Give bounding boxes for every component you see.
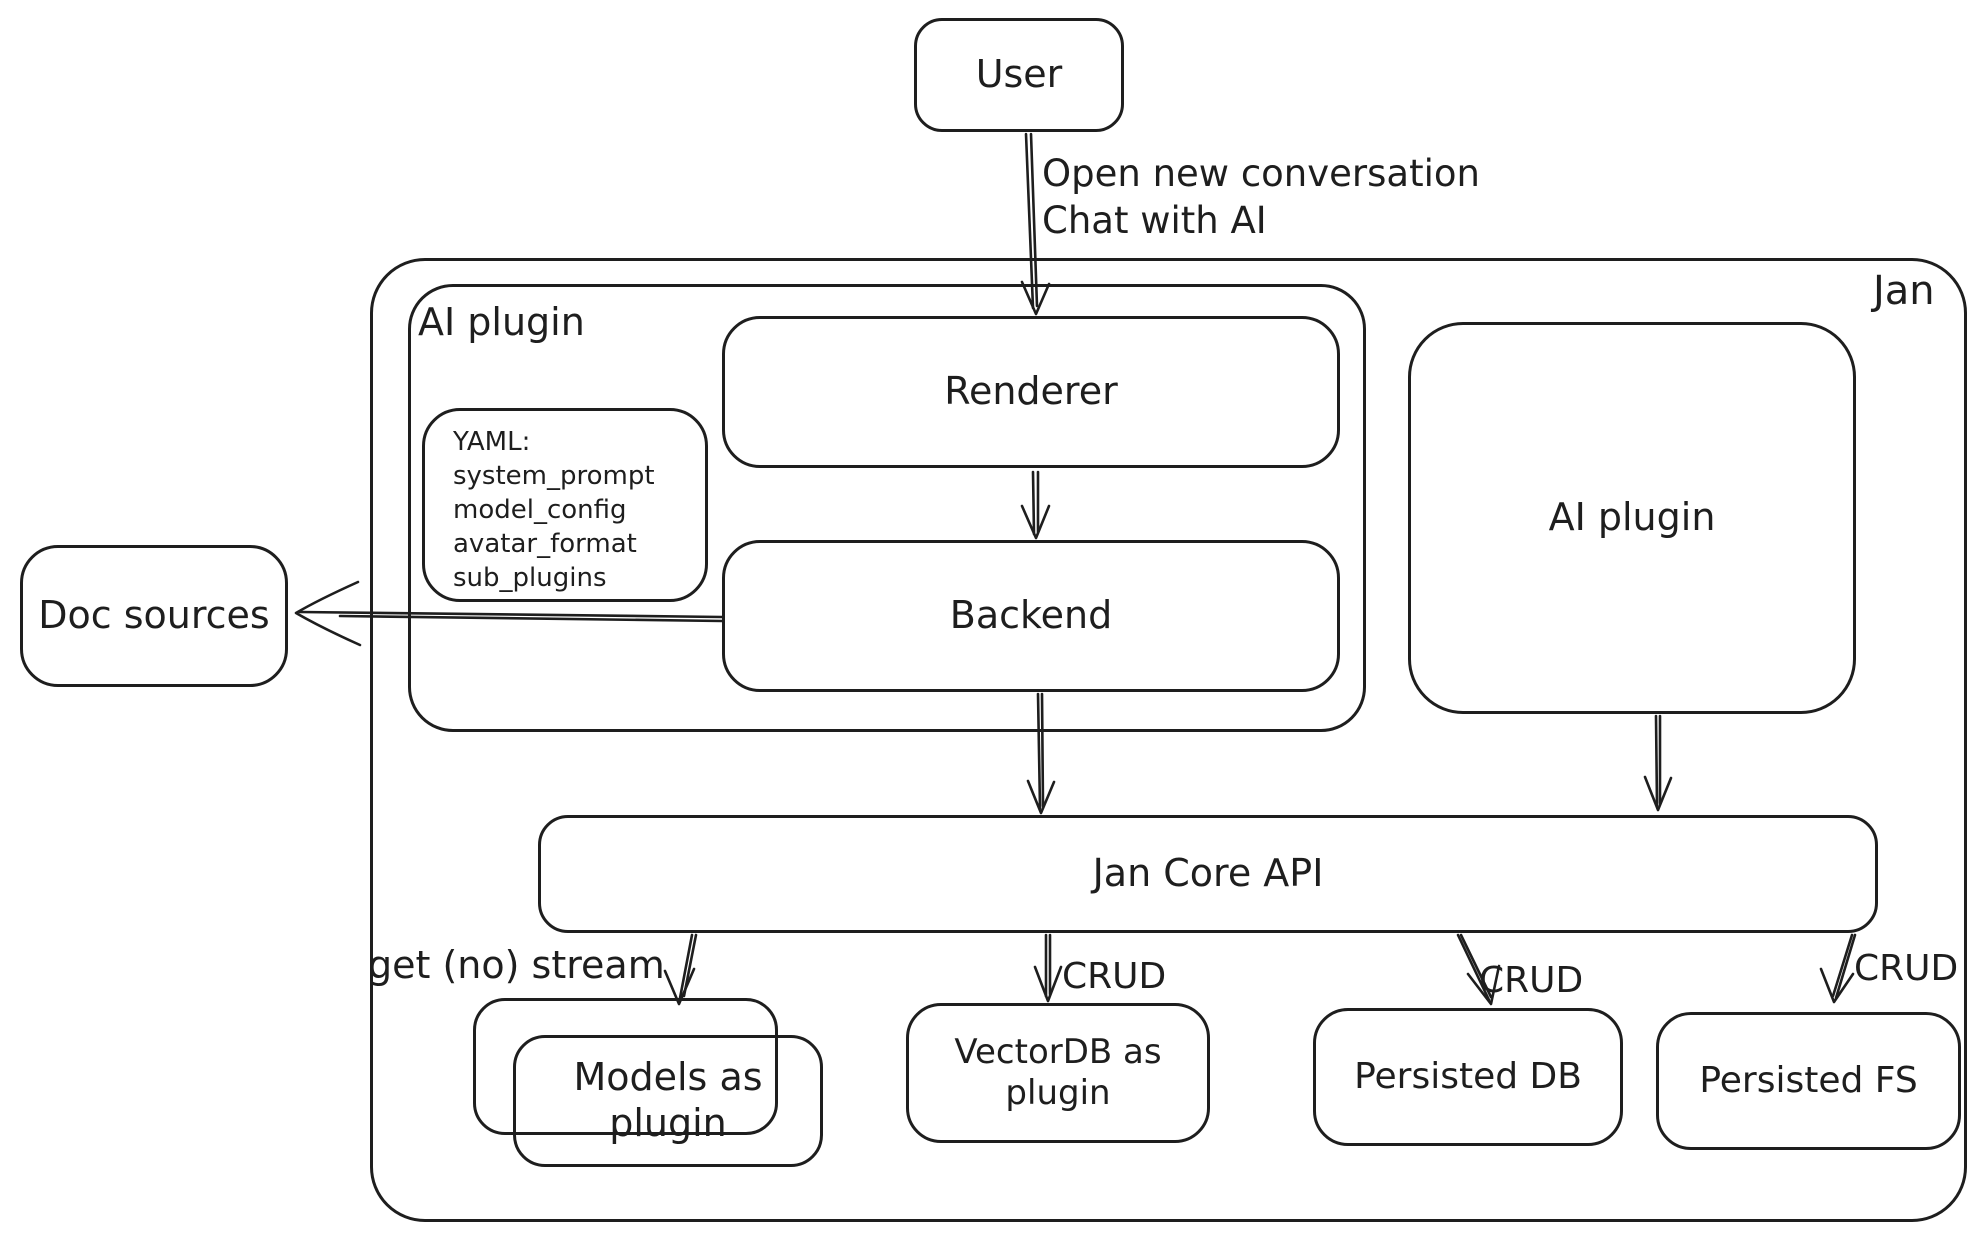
models-plugin-line1: Models as (573, 1055, 763, 1100)
persisted-fs-node: Persisted FS (1656, 1012, 1961, 1150)
renderer-node: Renderer (722, 316, 1340, 468)
yaml-note-line: system_prompt (453, 461, 655, 491)
ai-plugin-left-label: AI plugin (418, 300, 585, 344)
get-no-stream-label: get (no) stream (368, 943, 665, 987)
doc-sources-node: Doc sources (20, 545, 288, 687)
backend-node-label: Backend (949, 593, 1113, 638)
user-flow-label-line1: Open new conversation (1042, 152, 1480, 195)
crud-persisted-db-label: CRUD (1479, 960, 1584, 1001)
user-flow-label: Open new conversation Chat with AI (1042, 150, 1480, 244)
models-plugin-node-label: Models as plugin (573, 1055, 762, 1146)
jan-core-api-node: Jan Core API (538, 815, 1878, 933)
models-plugin-node-back (473, 998, 778, 1135)
backend-node: Backend (722, 540, 1340, 692)
user-node: User (914, 18, 1124, 132)
crud-vectordb-label: CRUD (1062, 956, 1167, 997)
user-flow-label-line2: Chat with AI (1042, 199, 1267, 242)
crud-persisted-fs-label: CRUD (1854, 948, 1959, 989)
yaml-note-line: model_config (453, 495, 627, 525)
persisted-db-node-label: Persisted DB (1354, 1056, 1582, 1098)
vectordb-plugin-node-label: VectorDB as plugin (954, 1032, 1161, 1114)
yaml-note-text: YAML: system_prompt model_config avatar_… (453, 425, 655, 595)
models-plugin-line2: plugin (609, 1101, 727, 1145)
persisted-db-node: Persisted DB (1313, 1008, 1623, 1146)
yaml-note-line: avatar_format (453, 529, 637, 559)
jan-container-label: Jan (1873, 268, 1935, 314)
models-plugin-node: Models as plugin (513, 1035, 823, 1167)
persisted-fs-node-label: Persisted FS (1699, 1060, 1918, 1102)
vectordb-plugin-line2: plugin (1005, 1073, 1111, 1113)
ai-plugin-right-label: AI plugin (1548, 495, 1716, 540)
yaml-note-line: sub_plugins (453, 563, 607, 593)
ai-plugin-right-node: AI plugin (1408, 322, 1856, 714)
user-node-label: User (975, 52, 1063, 97)
doc-sources-node-label: Doc sources (38, 593, 270, 638)
yaml-note: YAML: system_prompt model_config avatar_… (422, 408, 708, 602)
renderer-node-label: Renderer (944, 369, 1118, 414)
jan-core-api-node-label: Jan Core API (1092, 851, 1324, 896)
vectordb-plugin-line1: VectorDB as (954, 1032, 1162, 1073)
yaml-note-title: YAML: (453, 427, 531, 457)
vectordb-plugin-node: VectorDB as plugin (906, 1003, 1210, 1143)
ai-plugin-left-container (408, 284, 1366, 732)
jan-container (370, 258, 1967, 1222)
